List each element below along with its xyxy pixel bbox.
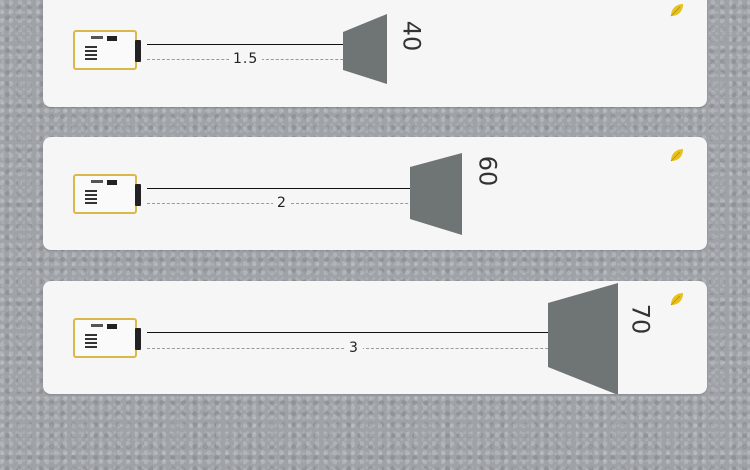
projector-icon [73,30,141,72]
screen-size-label: 70 [626,303,655,335]
distance-label: 2 [273,195,291,211]
projection-screen [343,14,387,84]
screen-size-label: 60 [473,155,502,187]
leaf-icon [670,149,683,162]
screen-size-label: 40 [397,20,426,52]
projector-icon [73,318,141,360]
distance-card-1: 1.5 40 [43,0,707,107]
distance-card-3: 3 70 [43,281,707,394]
beam-line [147,332,583,333]
leaf-icon [670,293,683,306]
beam-line [147,44,363,45]
distance-label: 1.5 [229,51,263,67]
distance-card-2: 2 60 [43,137,707,250]
distance-dashed-line [147,348,583,349]
leaf-icon [670,4,683,17]
projector-icon [73,174,141,216]
distance-label: 3 [345,340,363,356]
beam-line [147,188,433,189]
projection-screen [548,283,618,394]
projection-screen [410,153,462,235]
